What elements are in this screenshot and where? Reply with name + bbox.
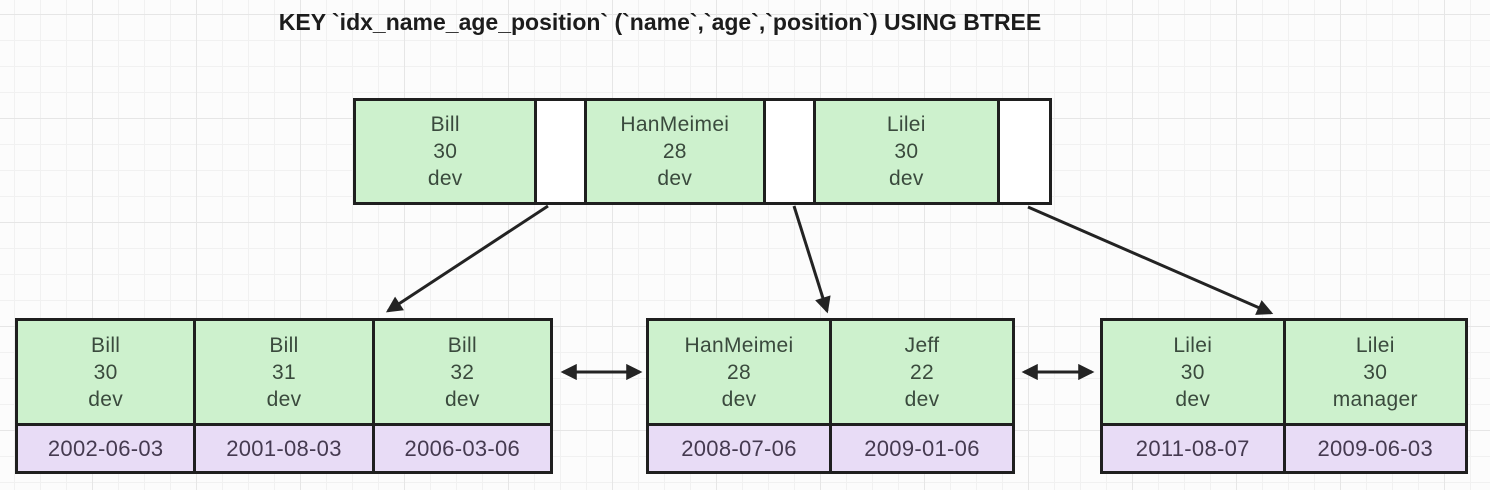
key-age: 30 (1180, 360, 1205, 384)
leaf-entry: Jeff 22 dev 2009-01-06 (829, 321, 1012, 471)
key-position: manager (1332, 387, 1418, 411)
key-name: Lilei (886, 113, 926, 136)
key-name: Lilei (1173, 333, 1213, 357)
key-position: dev (904, 387, 940, 411)
key-position: dev (88, 387, 124, 411)
key-age: 30 (93, 360, 118, 384)
arrow-root-to-leaf-3 (1027, 205, 1274, 315)
leaf-entry: Bill 30 dev 2002-06-03 (18, 321, 194, 471)
key-age: 30 (894, 140, 919, 163)
leaf-date-cell: 2011-08-07 (1103, 426, 1283, 471)
leaf-key-cell: Bill 31 dev (196, 321, 372, 426)
leaf-entry: Lilei 30 manager 2009-06-03 (1282, 321, 1465, 471)
key-name: HanMeimei (684, 333, 794, 357)
key-age: 30 (433, 140, 458, 163)
leaf-date-cell: 2008-07-06 (649, 426, 829, 471)
leaf-entry: Bill 31 dev 2001-08-03 (193, 321, 372, 471)
leaf-key-cell: Lilei 30 manager (1285, 321, 1465, 426)
leaf-key-cell: Bill 32 dev (374, 321, 550, 426)
leaf-node: Lilei 30 dev 2011-08-07 Lilei 30 manager… (1100, 318, 1468, 474)
key-position: dev (266, 387, 302, 411)
arrow-root-to-leaf-2 (792, 205, 831, 314)
leaf-node: Bill 30 dev 2002-06-03 Bill 31 dev 2001-… (15, 318, 553, 474)
leaf-entry: HanMeimei 28 dev 2008-07-06 (649, 321, 829, 471)
key-position: dev (444, 387, 480, 411)
key-name: Bill (430, 113, 460, 136)
leaf-date-cell: 2002-06-03 (18, 426, 194, 471)
leaf-entry: Lilei 30 dev 2011-08-07 (1103, 321, 1283, 471)
key-position: dev (888, 167, 924, 190)
key-position: dev (721, 387, 757, 411)
key-name: Lilei (1355, 333, 1395, 357)
leaf-date-cell: 2009-01-06 (832, 426, 1012, 471)
key-name: Bill (269, 333, 299, 357)
root-key-cell: Bill 30 dev (356, 101, 535, 202)
key-name: Jeff (904, 333, 940, 357)
key-name: Bill (91, 333, 121, 357)
key-age: 22 (910, 360, 934, 384)
key-position: dev (427, 167, 463, 190)
child-pointer-cell (996, 101, 1049, 202)
leaf-date-cell: 2006-03-06 (374, 426, 550, 471)
leaf-date-cell: 2001-08-03 (196, 426, 372, 471)
root-key-cell: Lilei 30 dev (813, 101, 997, 202)
leaf-key-cell: HanMeimei 28 dev (649, 321, 829, 426)
key-name: HanMeimei (620, 113, 730, 136)
leaf-entry: Bill 32 dev 2006-03-06 (371, 321, 550, 471)
key-age: 32 (450, 360, 475, 384)
root-key-cell: HanMeimei 28 dev (584, 101, 763, 202)
leaf-date-cell: 2009-06-03 (1285, 426, 1465, 471)
key-name: Bill (447, 333, 477, 357)
diagram-title: KEY `idx_name_age_position` (`name`,`age… (278, 9, 1042, 35)
leaf-node: HanMeimei 28 dev 2008-07-06 Jeff 22 dev … (646, 318, 1015, 474)
child-pointer-cell (762, 101, 814, 202)
leaf-key-cell: Bill 30 dev (18, 321, 194, 426)
key-position: dev (1175, 387, 1211, 411)
child-pointer-cell (534, 101, 585, 202)
key-age: 31 (272, 360, 296, 384)
leaf-key-cell: Lilei 30 dev (1103, 321, 1283, 426)
key-age: 28 (662, 140, 687, 163)
key-position: dev (657, 167, 693, 190)
arrow-root-to-leaf-1 (385, 204, 549, 313)
leaf-key-cell: Jeff 22 dev (832, 321, 1012, 426)
key-age: 30 (1363, 360, 1388, 384)
root-node: Bill 30 dev HanMeimei 28 dev Lilei 30 de… (353, 98, 1052, 205)
key-age: 28 (727, 360, 751, 384)
